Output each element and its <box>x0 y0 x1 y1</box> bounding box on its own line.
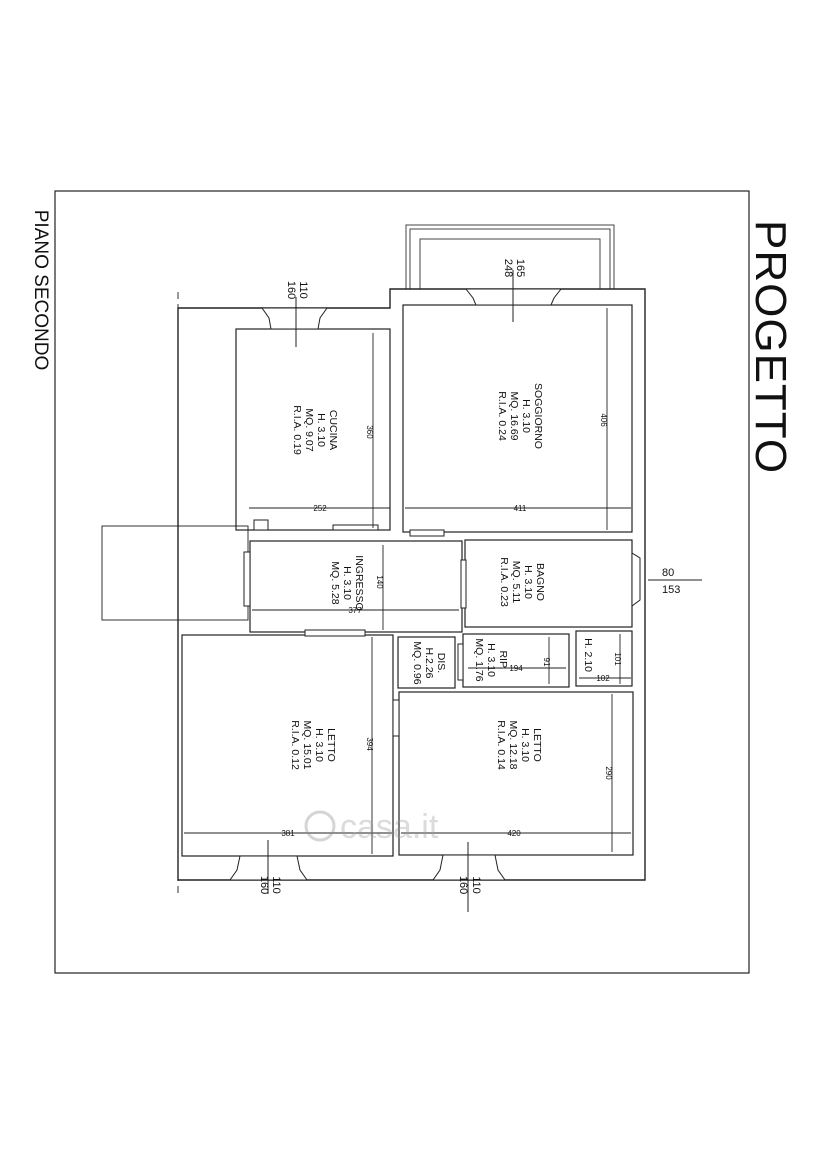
room-soggiorno-label: SOGGIORNO H. 3.10 MQ. 16.69 R.I.A. 0.24 <box>496 383 544 449</box>
rip-name: RIP. <box>497 650 509 669</box>
dim-soggiorno-depth: 406 <box>599 413 608 427</box>
window-soggiorno-height: 248 <box>502 259 514 277</box>
window-cucina-width: 110 <box>297 281 309 299</box>
window-cucina <box>261 307 328 330</box>
dim-rip-width: 194 <box>509 664 523 673</box>
dis-area: MQ. 0.96 <box>411 641 423 684</box>
dis-height: H.2.26 <box>423 648 435 679</box>
cucina-name: CUCINA <box>327 410 339 450</box>
dim-ingresso-depth: 140 <box>375 575 384 589</box>
room-dis-outline <box>397 636 456 689</box>
bagno-window-niche <box>631 552 641 607</box>
room-ingresso-label: INGRESSO H. 3.10 MQ. 5.28 <box>329 555 365 610</box>
cucina-height: H. 3.10 <box>315 413 327 447</box>
window-bagno-height: 153 <box>662 584 680 596</box>
dim-letto2-width: 420 <box>507 829 521 838</box>
dim-soggiorno-width: 411 <box>514 504 527 513</box>
window-letto2-height: 160 <box>457 876 469 894</box>
watermark-text: casa.it <box>340 808 439 846</box>
bagno-ria: R.I.A. 0.23 <box>498 557 510 607</box>
dim-ingresso-width: 377 <box>348 606 362 615</box>
bagno-height: H. 3.10 <box>522 565 534 599</box>
letto1-area: MQ. 15.01 <box>301 720 313 769</box>
letto1-height: H. 3.10 <box>313 728 325 762</box>
ingresso-area: MQ. 5.28 <box>329 561 341 604</box>
dim-letto2-depth: 290 <box>604 766 613 780</box>
rip-area: MQ. 1.76 <box>473 638 485 681</box>
soggiorno-ria: R.I.A. 0.24 <box>496 391 508 441</box>
dis-name: DIS. <box>435 653 447 673</box>
window-soggiorno-width: 165 <box>514 259 526 277</box>
letto2-area: MQ. 12.18 <box>507 720 519 769</box>
letto1-ria: R.I.A. 0.12 <box>289 720 301 770</box>
letto2-height: H. 3.10 <box>519 728 531 762</box>
letto2-name: LETTO <box>531 728 543 762</box>
room-dis-label: DIS. H.2.26 MQ. 0.96 <box>411 641 447 684</box>
room-letto1-label: LETTO H. 3.10 MQ. 15.01 R.I.A. 0.12 <box>289 720 337 770</box>
ingresso-name: INGRESSO <box>353 555 365 610</box>
room-rip-label: RIP. H. 3.10 MQ. 1.76 <box>473 638 509 681</box>
soggiorno-height: H. 3.10 <box>520 399 532 433</box>
balcony <box>405 224 615 289</box>
rip-height: H. 3.10 <box>485 643 497 677</box>
cucina-ria: R.I.A. 0.19 <box>291 405 303 455</box>
room-letto2-label: LETTO H. 3.10 MQ. 12.18 R.I.A. 0.14 <box>495 720 543 770</box>
window-letto1-height: 160 <box>258 876 270 894</box>
room-cucina-label: CUCINA H. 3.10 MQ. 9.07 R.I.A. 0.19 <box>291 405 339 455</box>
room-bagno-label: BAGNO H. 3.10 MQ. 5.11 R.I.A. 0.23 <box>498 557 546 607</box>
door-cucina <box>332 524 379 531</box>
cucina-area: MQ. 9.07 <box>303 408 315 451</box>
cabinet-cucina <box>253 519 269 531</box>
dim-rip-depth: 91 <box>542 658 551 667</box>
window-letto2-width: 110 <box>470 876 482 894</box>
soggiorno-name: SOGGIORNO <box>532 383 544 449</box>
window-bagno-width: 80 <box>662 567 674 579</box>
room-closet-outline <box>575 630 633 687</box>
door-soggiorno <box>409 529 445 537</box>
bagno-name: BAGNO <box>534 563 546 601</box>
letto2-ria: R.I.A. 0.14 <box>495 720 507 770</box>
closet-height: H. 2.10 <box>582 638 594 672</box>
room-letto2-outline <box>398 691 634 856</box>
door-letto2 <box>392 699 400 737</box>
dim-closet-width: 102 <box>596 674 610 683</box>
door-letto1 <box>304 629 366 637</box>
window-cucina-height: 160 <box>285 281 297 299</box>
door-bagno <box>460 559 467 609</box>
ingresso-height: H. 3.10 <box>341 566 353 600</box>
room-closet-label: H. 2.10 <box>582 638 594 672</box>
drawing-frame <box>54 190 750 974</box>
bagno-area: MQ. 5.11 <box>510 561 522 604</box>
dim-cucina-width: 252 <box>313 504 327 513</box>
window-letto2 <box>432 854 506 881</box>
dim-letto1-width: 381 <box>281 829 295 838</box>
soggiorno-area: MQ. 16.69 <box>508 391 520 440</box>
dim-cucina-depth: 360 <box>365 425 374 439</box>
window-letto1-width: 110 <box>270 876 282 894</box>
door-rip <box>457 643 464 681</box>
room-bagno-outline <box>464 539 633 628</box>
watermark: casa.it <box>304 808 439 846</box>
door-ingresso-lateral <box>243 551 251 607</box>
letto1-name: LETTO <box>325 728 337 762</box>
dim-letto1-depth: 394 <box>365 737 374 751</box>
outer-wall <box>177 288 646 881</box>
external-landing <box>101 525 249 621</box>
dim-closet-depth: 101 <box>613 652 622 666</box>
